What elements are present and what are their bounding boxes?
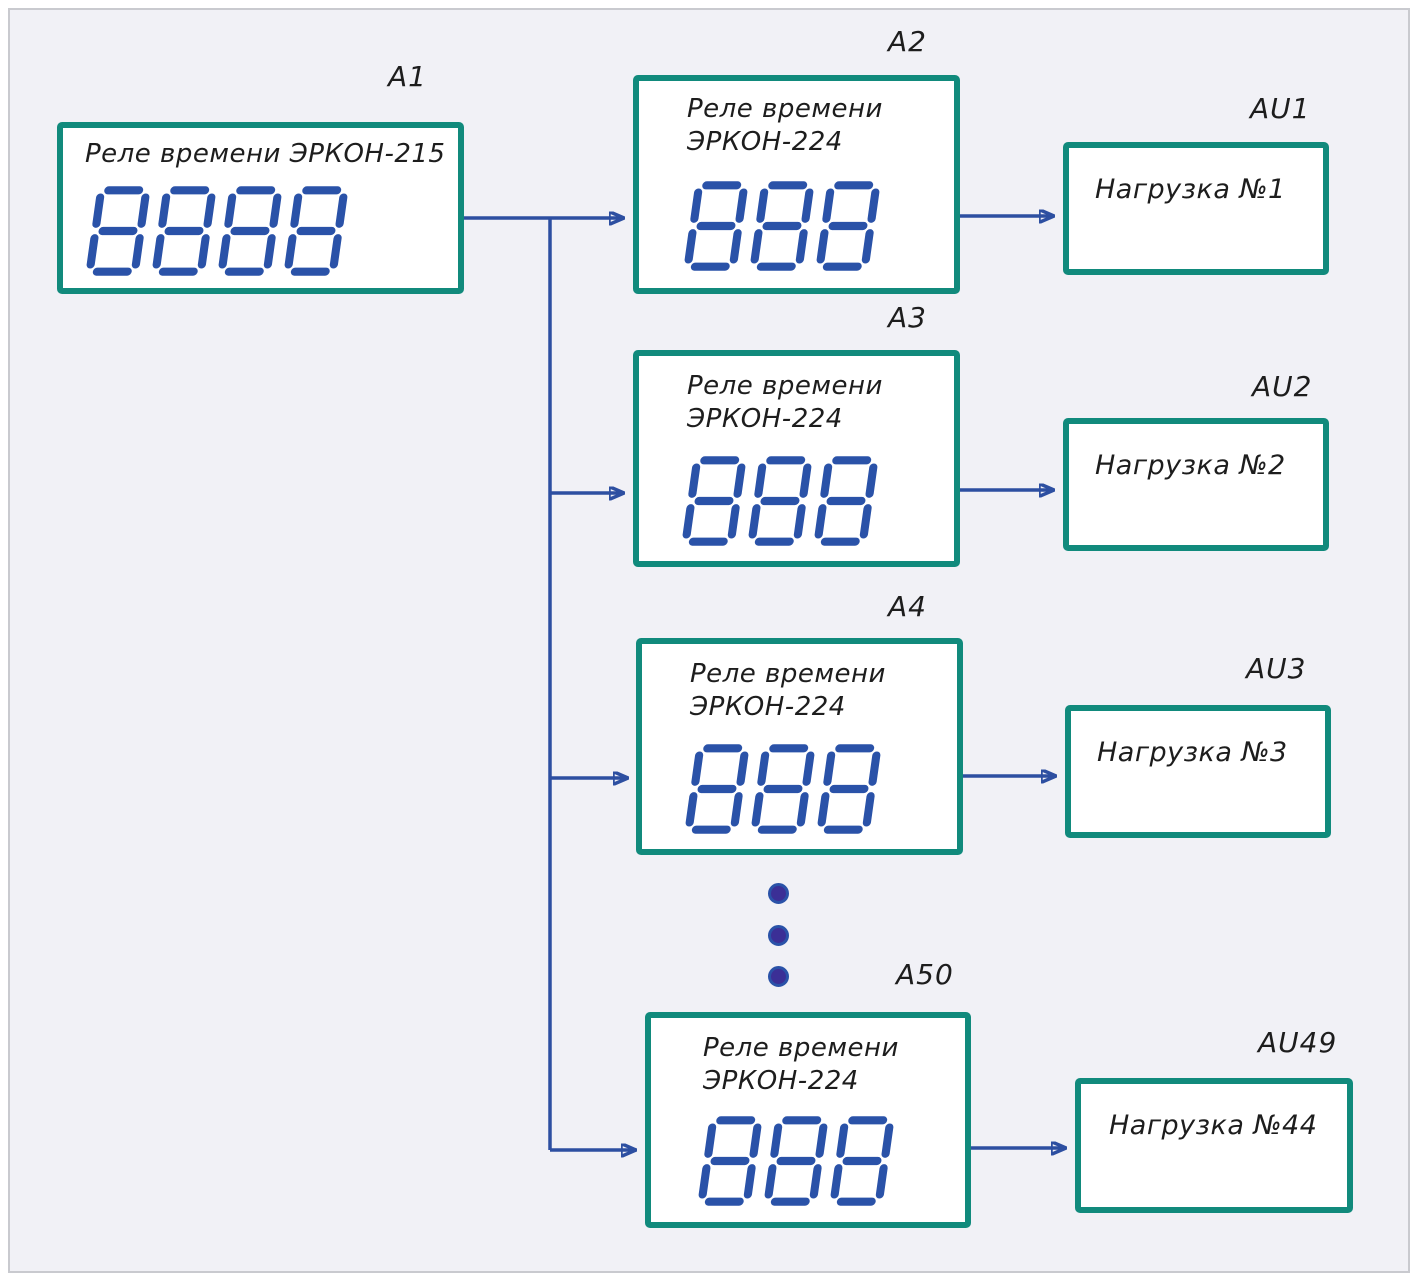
ellipsis-dot (768, 925, 789, 946)
seven-segment-digit (698, 1116, 762, 1206)
load-ref-label-au49: AU49 (1258, 1026, 1338, 1059)
load-ref-label-au3: AU3 (1246, 652, 1307, 685)
relay-title-line1: Реле времени (687, 94, 883, 124)
relay-ref-label-a3: A3 (888, 301, 927, 334)
relay-title-line1: Реле времени (687, 371, 883, 401)
load-text: Нагрузка №1 (1095, 174, 1286, 205)
seven-segment-digit (748, 456, 812, 546)
load-text: Нагрузка №3 (1097, 737, 1288, 768)
seven-segment-display (82, 184, 351, 278)
ellipsis-dot (768, 966, 789, 987)
seven-segment-display (681, 742, 884, 836)
seven-segment-digit (218, 186, 282, 276)
load-ref-label-au2: AU2 (1252, 370, 1313, 403)
relay-box-a50: Реле времени ЭРКОН-224 (645, 1012, 971, 1228)
load-text: Нагрузка №2 (1095, 450, 1286, 481)
seven-segment-digit (830, 1116, 894, 1206)
seven-segment-digit (750, 181, 814, 271)
load-text: Нагрузка №44 (1109, 1110, 1318, 1141)
seven-segment-digit (685, 744, 749, 834)
relay-box-a4: Реле времени ЭРКОН-224 (636, 638, 963, 855)
seven-segment-digit (284, 186, 348, 276)
relay-title-line2: ЭРКОН-224 (703, 1065, 859, 1096)
seven-segment-display (680, 179, 883, 273)
seven-segment-display (694, 1114, 897, 1208)
relay-ref-label-a50: A50 (896, 958, 954, 991)
load-box-au1: Нагрузка №1 (1063, 142, 1329, 275)
seven-segment-digit (86, 186, 150, 276)
seven-segment-digit (817, 744, 881, 834)
ellipsis-dot (768, 883, 789, 904)
relay-ref-label-a1: A1 (388, 60, 427, 93)
seven-segment-digit (751, 744, 815, 834)
relay-title-line1: Реле времени (703, 1033, 899, 1063)
seven-segment-digit (684, 181, 748, 271)
relay-ref-label-a4: A4 (888, 590, 927, 623)
load-ref-label-au1: AU1 (1250, 92, 1311, 125)
relay-ref-label-a2: A2 (888, 25, 927, 58)
relay-box-a3: Реле времени ЭРКОН-224 (633, 350, 960, 567)
load-box-au3: Нагрузка №3 (1065, 705, 1331, 838)
relay-title-line1: Реле времени (690, 659, 886, 689)
seven-segment-digit (814, 456, 878, 546)
relay-box-a2: Реле времени ЭРКОН-224 (633, 75, 960, 294)
seven-segment-digit (682, 456, 746, 546)
relay-title-line2: ЭРКОН-224 (687, 126, 843, 157)
seven-segment-digit (152, 186, 216, 276)
load-box-au2: Нагрузка №2 (1063, 418, 1329, 551)
relay-box-a1: Реле времени ЭРКОН-215 (57, 122, 464, 294)
relay-title: Реле времени ЭРКОН-215 (85, 139, 446, 169)
seven-segment-digit (764, 1116, 828, 1206)
seven-segment-digit (816, 181, 880, 271)
seven-segment-display (678, 454, 881, 548)
relay-title-line2: ЭРКОН-224 (687, 403, 843, 434)
relay-title-line2: ЭРКОН-224 (690, 691, 846, 722)
load-box-au49: Нагрузка №44 (1075, 1078, 1353, 1213)
